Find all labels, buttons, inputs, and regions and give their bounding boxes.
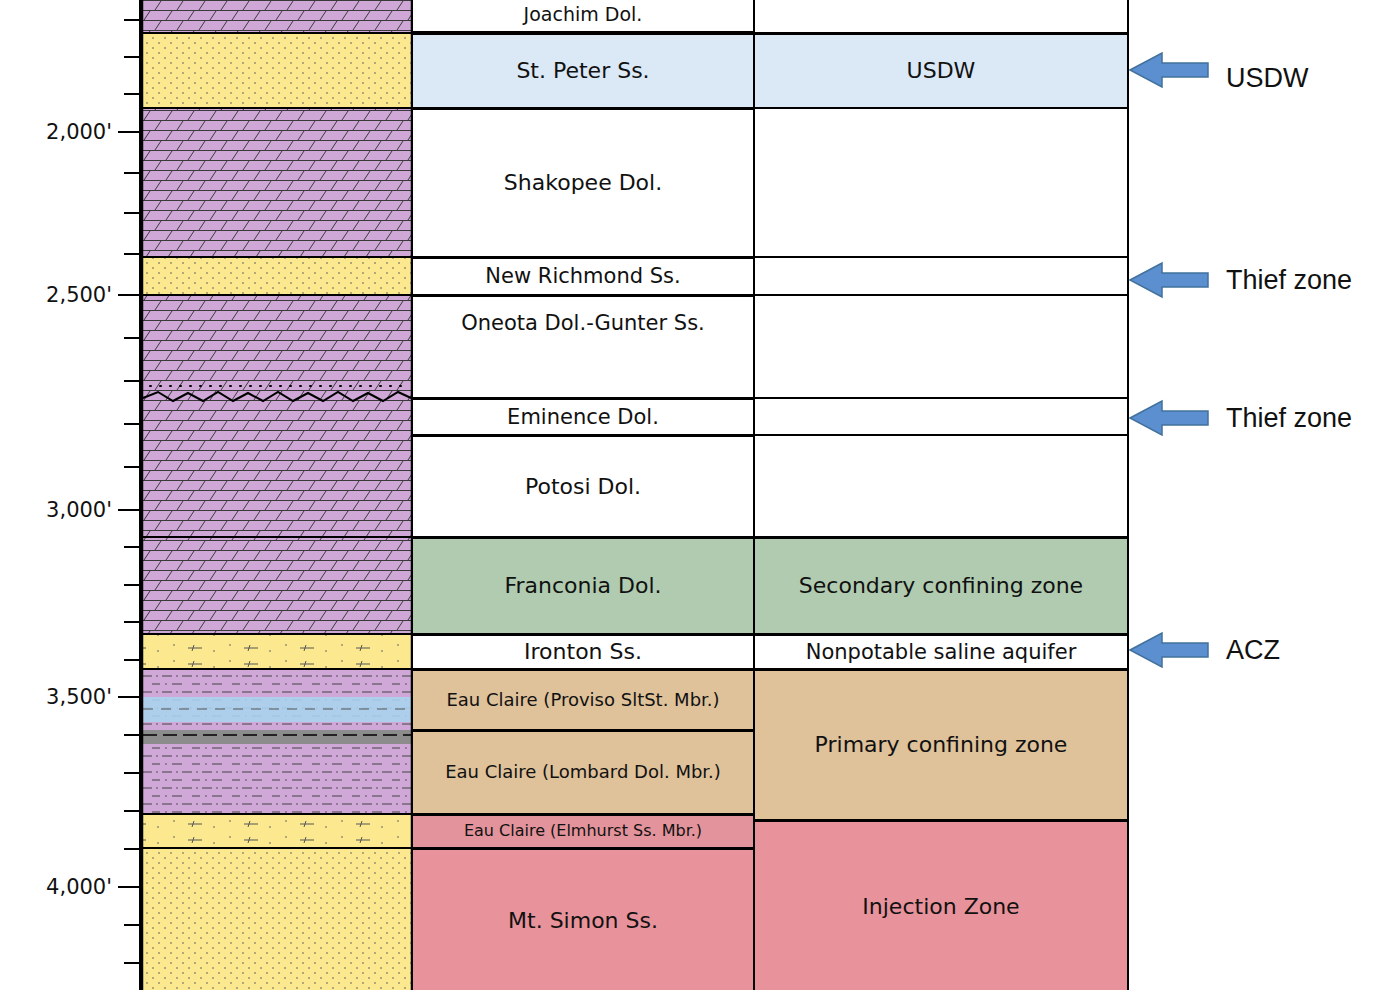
formation-cell: Eau Claire (Elmhurst Ss. Mbr.) [411,814,755,849]
formation-cell: Oneota Dol.-Gunter Ss. [411,295,755,399]
formation-name: Oneota Dol.-Gunter Ss. [461,311,705,335]
zone-label: Secondary confining zone [799,573,1083,598]
formation-name: Eau Claire (Elmhurst Ss. Mbr.) [464,822,702,840]
callout-label: Thief zone [1226,265,1352,296]
formation-cell: Potosi Dol. [411,435,755,538]
zone-cell: Injection Zone [753,820,1129,990]
zone-label: USDW [907,58,976,83]
formation-cell: Mt. Simon Ss. [411,848,755,990]
formation-cell: Shakopee Dol. [411,108,755,258]
formation-cell: Eminence Dol. [411,398,755,436]
depth-label: 2,000' [0,120,112,144]
formation-cell: Eau Claire (Lombard Dol. Mbr.) [411,730,755,815]
depth-label: 4,000' [0,875,112,899]
zone-label: Injection Zone [862,894,1019,919]
zone-label: Nonpotable saline aquifer [806,640,1077,664]
formation-name: Franconia Dol. [504,573,661,598]
formation-name: Ironton Ss. [524,639,642,664]
depth-label: 2,500' [0,283,112,307]
depth-label: 3,500' [0,685,112,709]
formation-name: New Richmond Ss. [485,264,680,288]
formation-name: Eminence Dol. [507,405,659,429]
formation-name: Joachim Dol. [524,4,643,26]
zone-cell: Nonpotable saline aquifer [753,634,1129,670]
formation-name: St. Peter Ss. [516,58,649,83]
zone-label: Primary confining zone [815,732,1068,757]
formation-name: Shakopee Dol. [504,170,662,195]
zone-cell: Secondary confining zone [753,537,1129,635]
formation-name: Eau Claire (Lombard Dol. Mbr.) [445,762,721,783]
formation-cell: Eau Claire (Proviso SltSt. Mbr.) [411,669,755,731]
zone-cell: Primary confining zone [753,669,1129,821]
formation-cell: Joachim Dol. [411,0,755,33]
formation-name: Potosi Dol. [525,474,641,499]
callout-label: Thief zone [1226,403,1352,434]
callout-label: ACZ [1226,635,1280,666]
callout-label: USDW [1226,63,1309,94]
formation-cell: New Richmond Ss. [411,257,755,296]
formation-cell: Ironton Ss. [411,634,755,670]
formation-cell: St. Peter Ss. [411,33,755,109]
zone-cell: USDW [753,33,1129,109]
formation-name: Eau Claire (Proviso SltSt. Mbr.) [446,690,719,711]
depth-label: 3,000' [0,498,112,522]
formation-cell: Franconia Dol. [411,537,755,635]
formation-name: Mt. Simon Ss. [508,908,658,933]
